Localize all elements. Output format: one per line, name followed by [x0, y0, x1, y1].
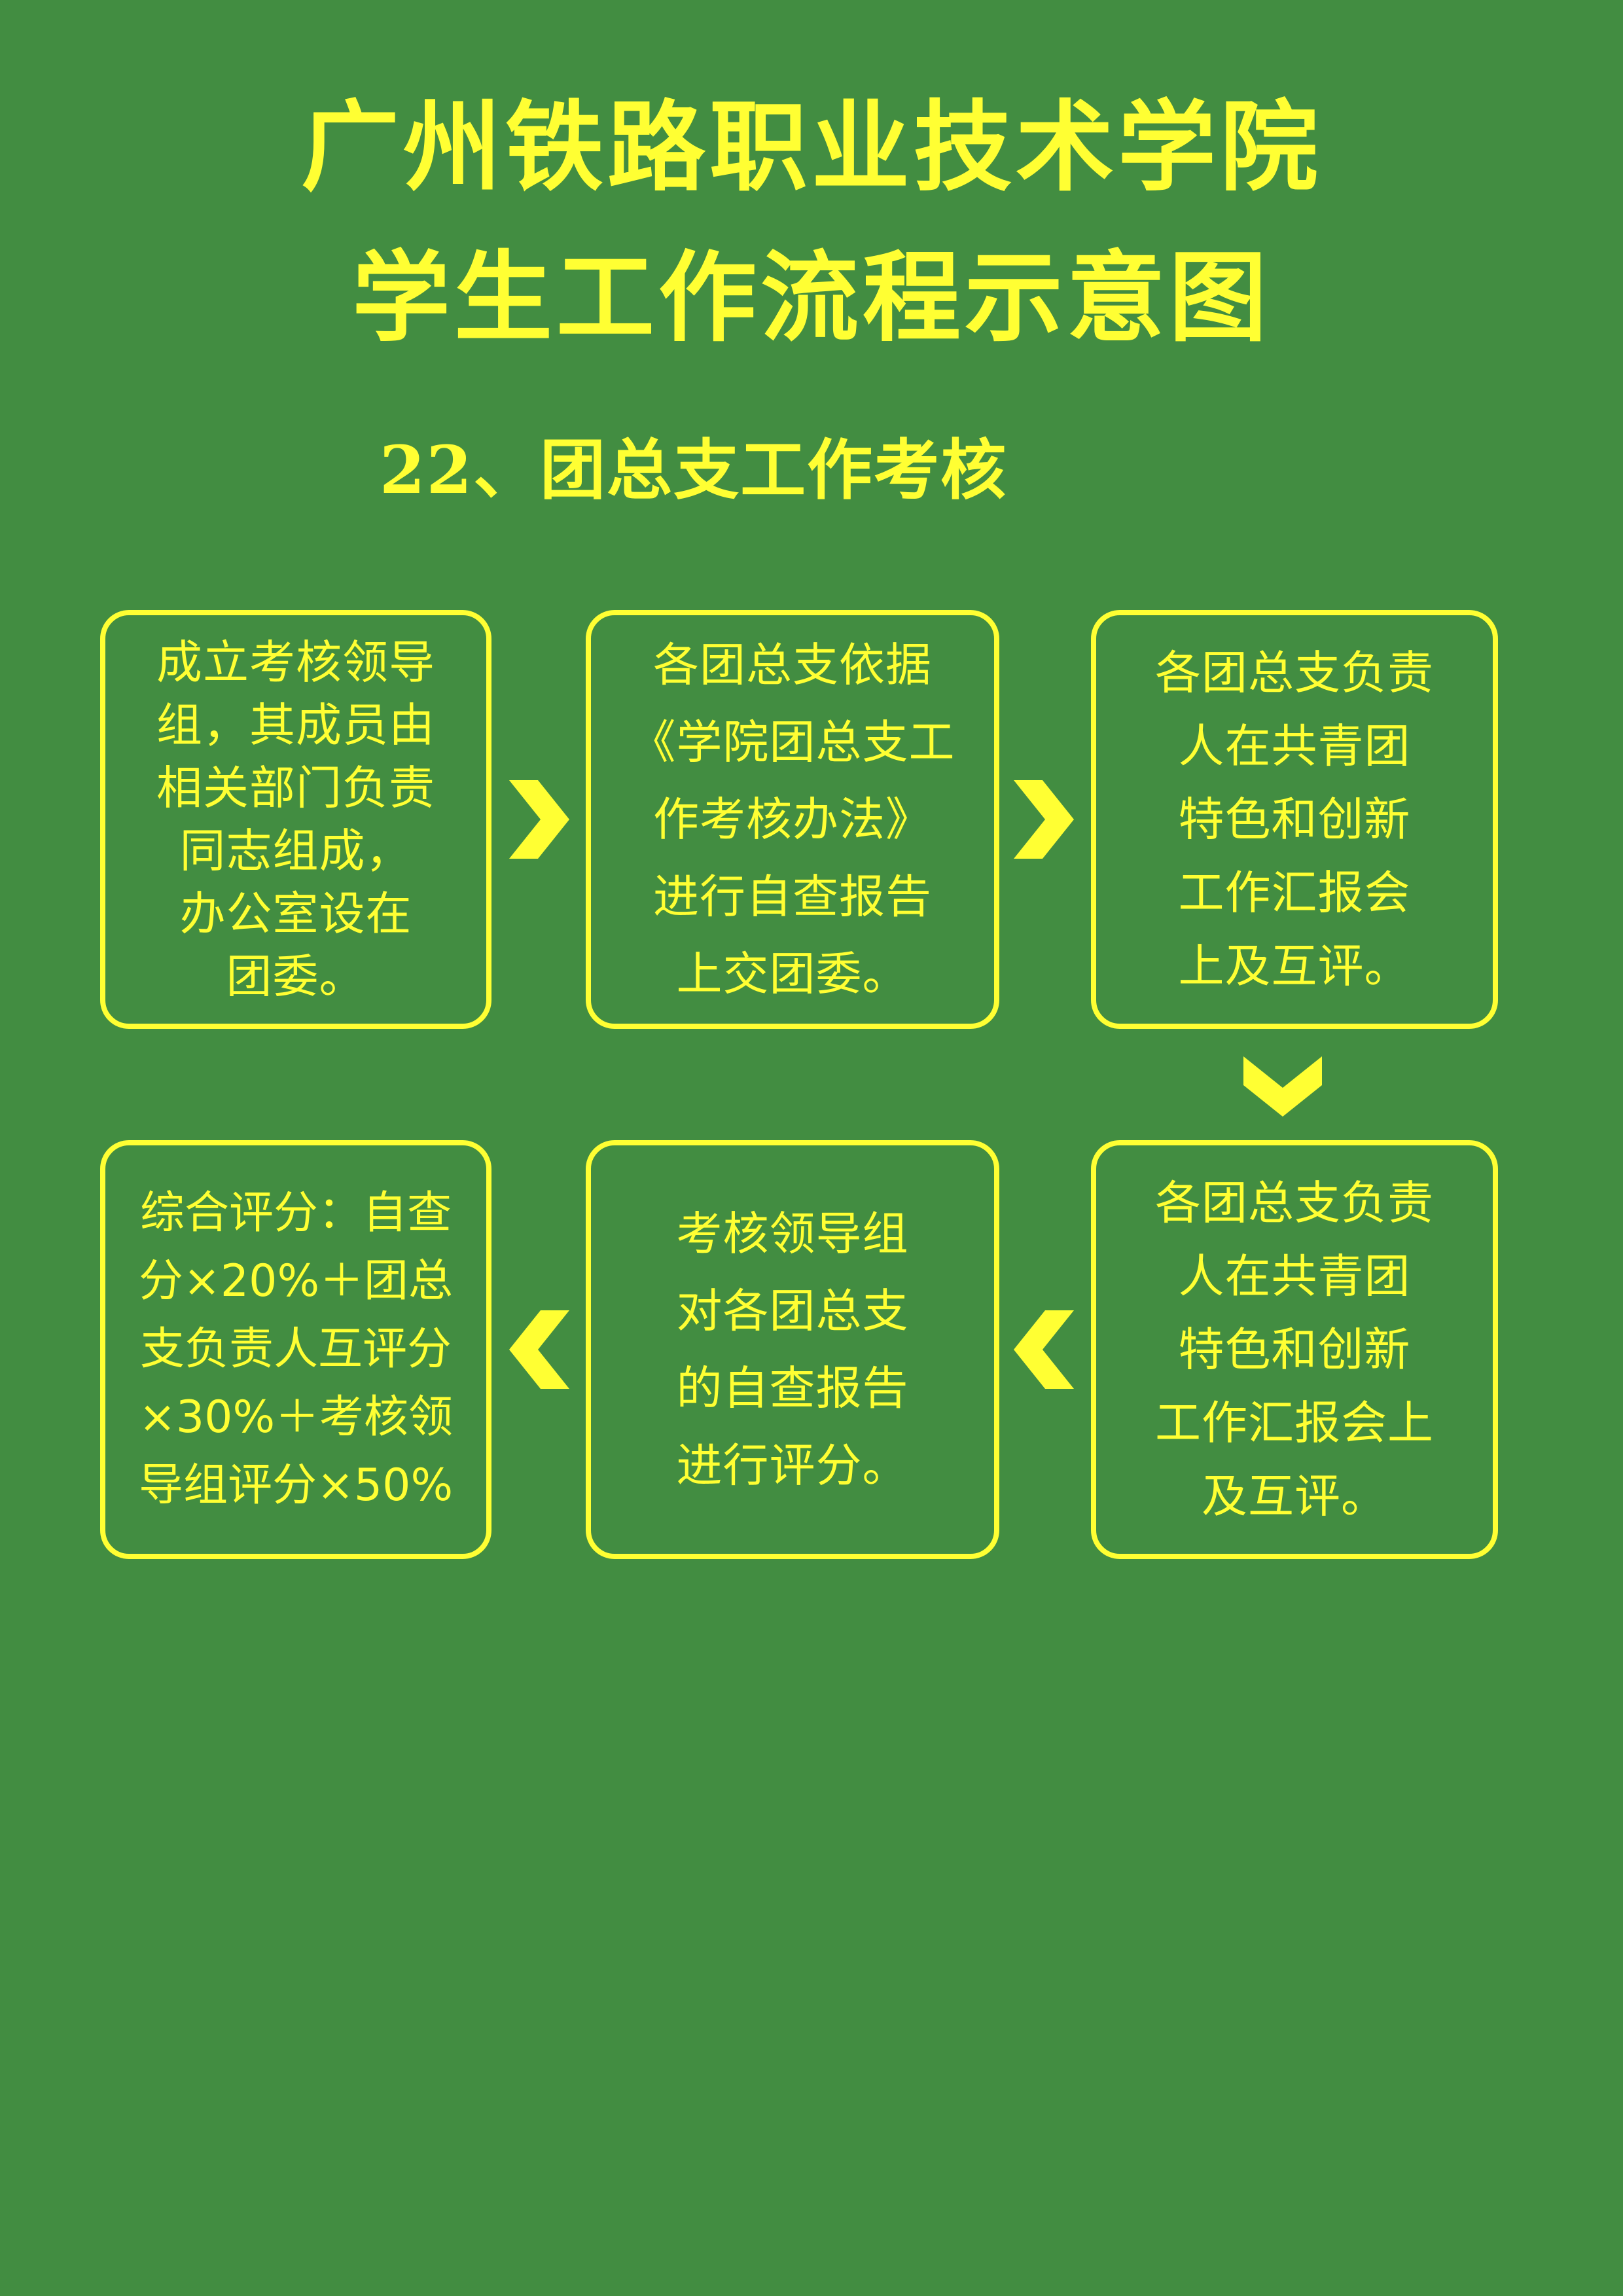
chevron-down-icon [1243, 1056, 1322, 1117]
step-text-2: 各团总支依据 《学院团总支工 作考核办法》 进行自查报告 上交团委。 [630, 638, 955, 1001]
step-text-3: 各团总支负责 人在共青团 特色和创新 工作汇报会 上及互评。 [1155, 646, 1434, 993]
step-box-3: 各团总支负责 人在共青团 特色和创新 工作汇报会 上及互评。 [1091, 610, 1498, 1029]
chevron-right-icon [509, 780, 569, 859]
step-box-2: 各团总支依据 《学院团总支工 作考核办法》 进行自查报告 上交团委。 [586, 610, 999, 1029]
chevron-left-icon [509, 1310, 569, 1389]
step-box-1: 成立考核领导 组，其成员由 相关部门负责 同志组成， 办公室设在 团委。 [100, 610, 491, 1029]
section-subtitle: 22、团总支工作考核 [380, 431, 1008, 509]
chevron-right-icon [1014, 780, 1074, 859]
step-box-5: 考核领导组 对各团总支 的自查报告 进行评分。 [586, 1140, 999, 1559]
step-box-6: 综合评分：自查 分×20%＋团总 支负责人互评分 ×30%＋考核领 导组评分×5… [100, 1140, 491, 1559]
step-text-1: 成立考核领导 组，其成员由 相关部门负责 同志组成， 办公室设在 团委。 [156, 636, 435, 1003]
step-text-6: 综合评分：自查 分×20%＋团总 支负责人互评分 ×30%＋考核领 导组评分×5… [138, 1187, 454, 1511]
step-text-4: 各团总支负责 人在共青团 特色和创新 工作汇报会上 及互评。 [1155, 1176, 1434, 1523]
chevron-left-icon [1014, 1310, 1074, 1389]
step-box-4: 各团总支负责 人在共青团 特色和创新 工作汇报会上 及互评。 [1091, 1140, 1498, 1559]
step-text-5: 考核领导组 对各团总支 的自查报告 进行评分。 [676, 1207, 909, 1492]
page-title-line2: 学生工作流程示意图 [351, 240, 1271, 355]
page-title-line1: 广州铁路职业技术学院 [300, 90, 1322, 205]
